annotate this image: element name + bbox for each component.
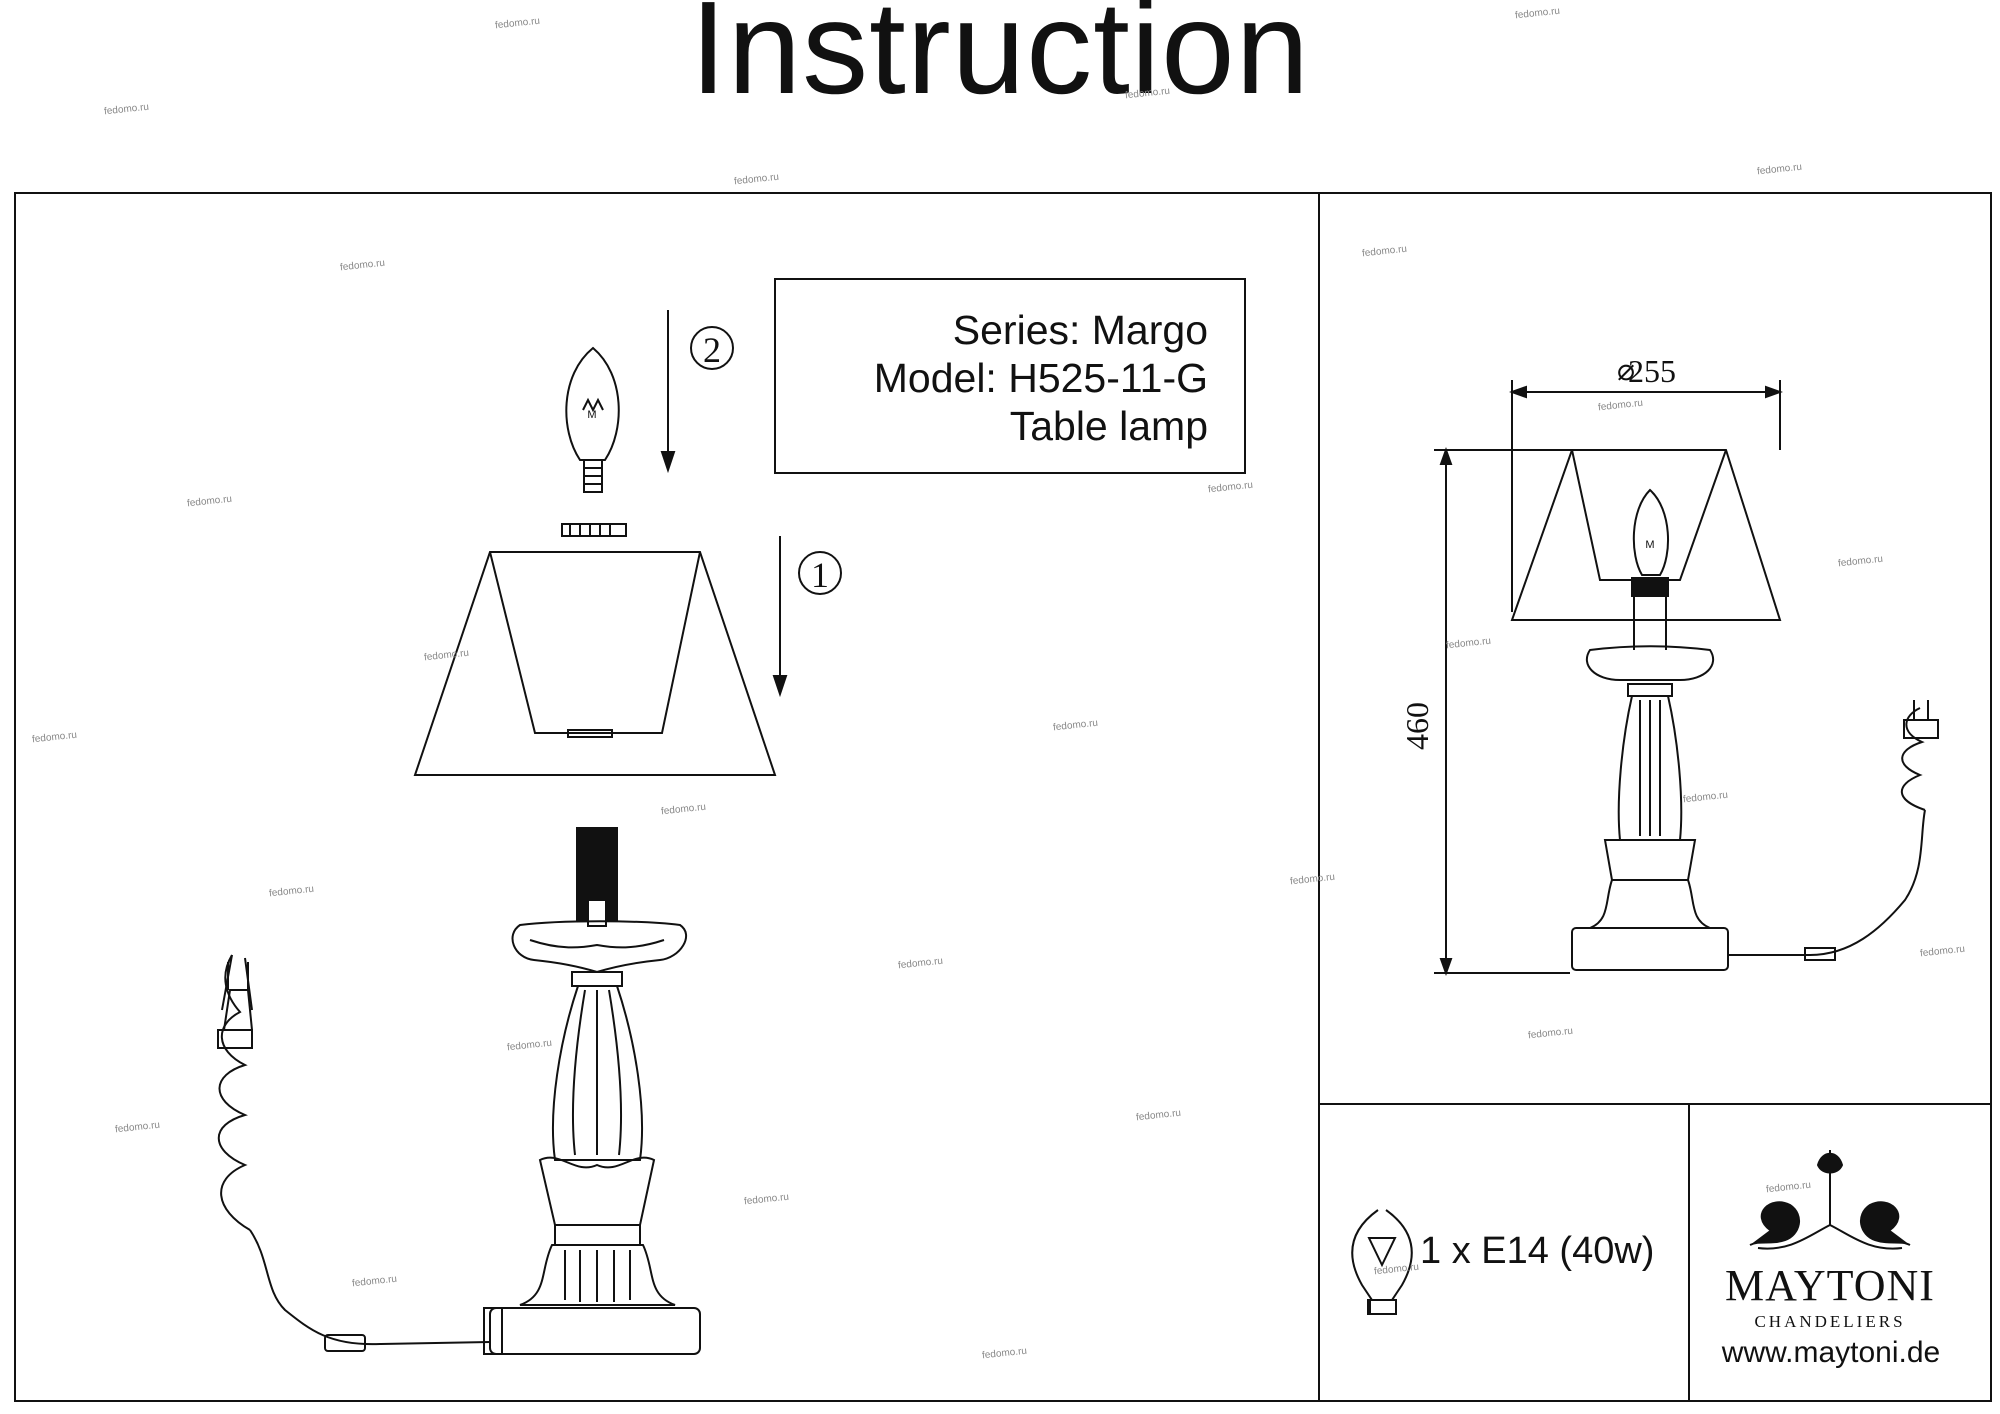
dimension-lines (1434, 380, 1783, 976)
footer-divider (1688, 1103, 1690, 1400)
series-label: Series: Margo (952, 307, 1208, 353)
bulb-drawing (565, 346, 620, 493)
page-title: Instruction (690, 0, 1310, 121)
model-label: Model: H525-11-G (873, 355, 1208, 401)
assembled-lamp-drawing (1510, 449, 1939, 971)
svg-text:M: M (1645, 539, 1654, 551)
lamp-base-drawing (483, 827, 701, 1355)
product-info-box: Series: Margo Model: H525-11-G Table lam… (774, 278, 1246, 474)
diameter-label: 255 (1628, 353, 1676, 389)
step-2-circle (690, 326, 734, 370)
svg-text:M: M (587, 409, 596, 421)
bulb-icon (1351, 1209, 1413, 1315)
shade-drawing (413, 551, 777, 776)
maytoni-logo (1749, 1150, 1911, 1250)
height-label: 460 (1399, 702, 1435, 750)
brand-name: MAYTONI (1725, 1261, 1935, 1310)
website-link[interactable]: www.maytoni.de (1721, 1336, 1941, 1369)
type-label: Table lamp (1009, 403, 1208, 449)
step-1-number: 1 (811, 555, 829, 595)
horizontal-divider (1318, 1103, 1990, 1105)
step-1-circle (798, 551, 842, 595)
diameter-symbol: ⌀ (1617, 354, 1635, 387)
power-cord-drawing (217, 954, 491, 1352)
brand-subtitle: CHANDELIERS (1754, 1312, 1906, 1331)
step-2-number: 2 (703, 330, 721, 370)
main-frame (14, 192, 1992, 1402)
vertical-divider (1318, 192, 1320, 1400)
socket-ring (561, 523, 627, 537)
bulb-spec: 1 x E14 (40w) (1420, 1230, 1655, 1272)
